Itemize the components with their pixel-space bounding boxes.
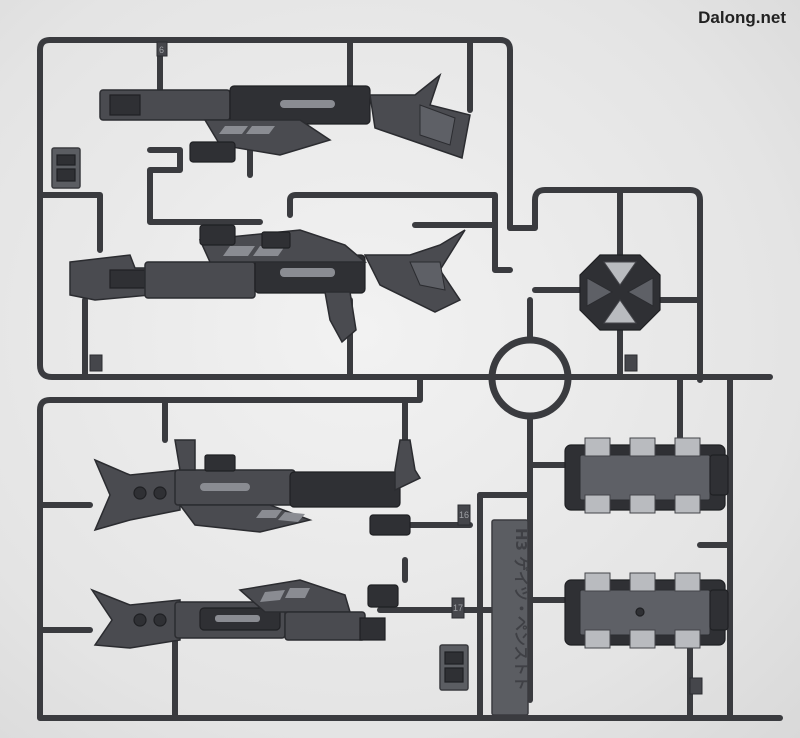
small-number-plate [51, 147, 81, 189]
name-plate: H3 ゲイツ・ペンストト [491, 519, 530, 716]
weapon-part-rifle-top [99, 72, 471, 163]
weapon-part-rifle-bottom [90, 579, 399, 649]
box-part-upper [564, 437, 729, 514]
lower-frame: 16 17 [37, 374, 783, 721]
weapon-part-rifle-second [69, 224, 466, 344]
plate-text: H3 ゲイツ・ペンストト [512, 528, 530, 691]
tab-number-16: 16 [459, 510, 469, 520]
tab-number-6: 6 [159, 45, 164, 55]
small-lower-plate [439, 644, 469, 691]
box-part-lower [564, 572, 729, 649]
weapon-part-rifle-third [93, 439, 422, 536]
octagon-part [579, 254, 661, 331]
watermark: Dalong.net [698, 8, 786, 27]
tab-number-17: 17 [453, 603, 463, 613]
